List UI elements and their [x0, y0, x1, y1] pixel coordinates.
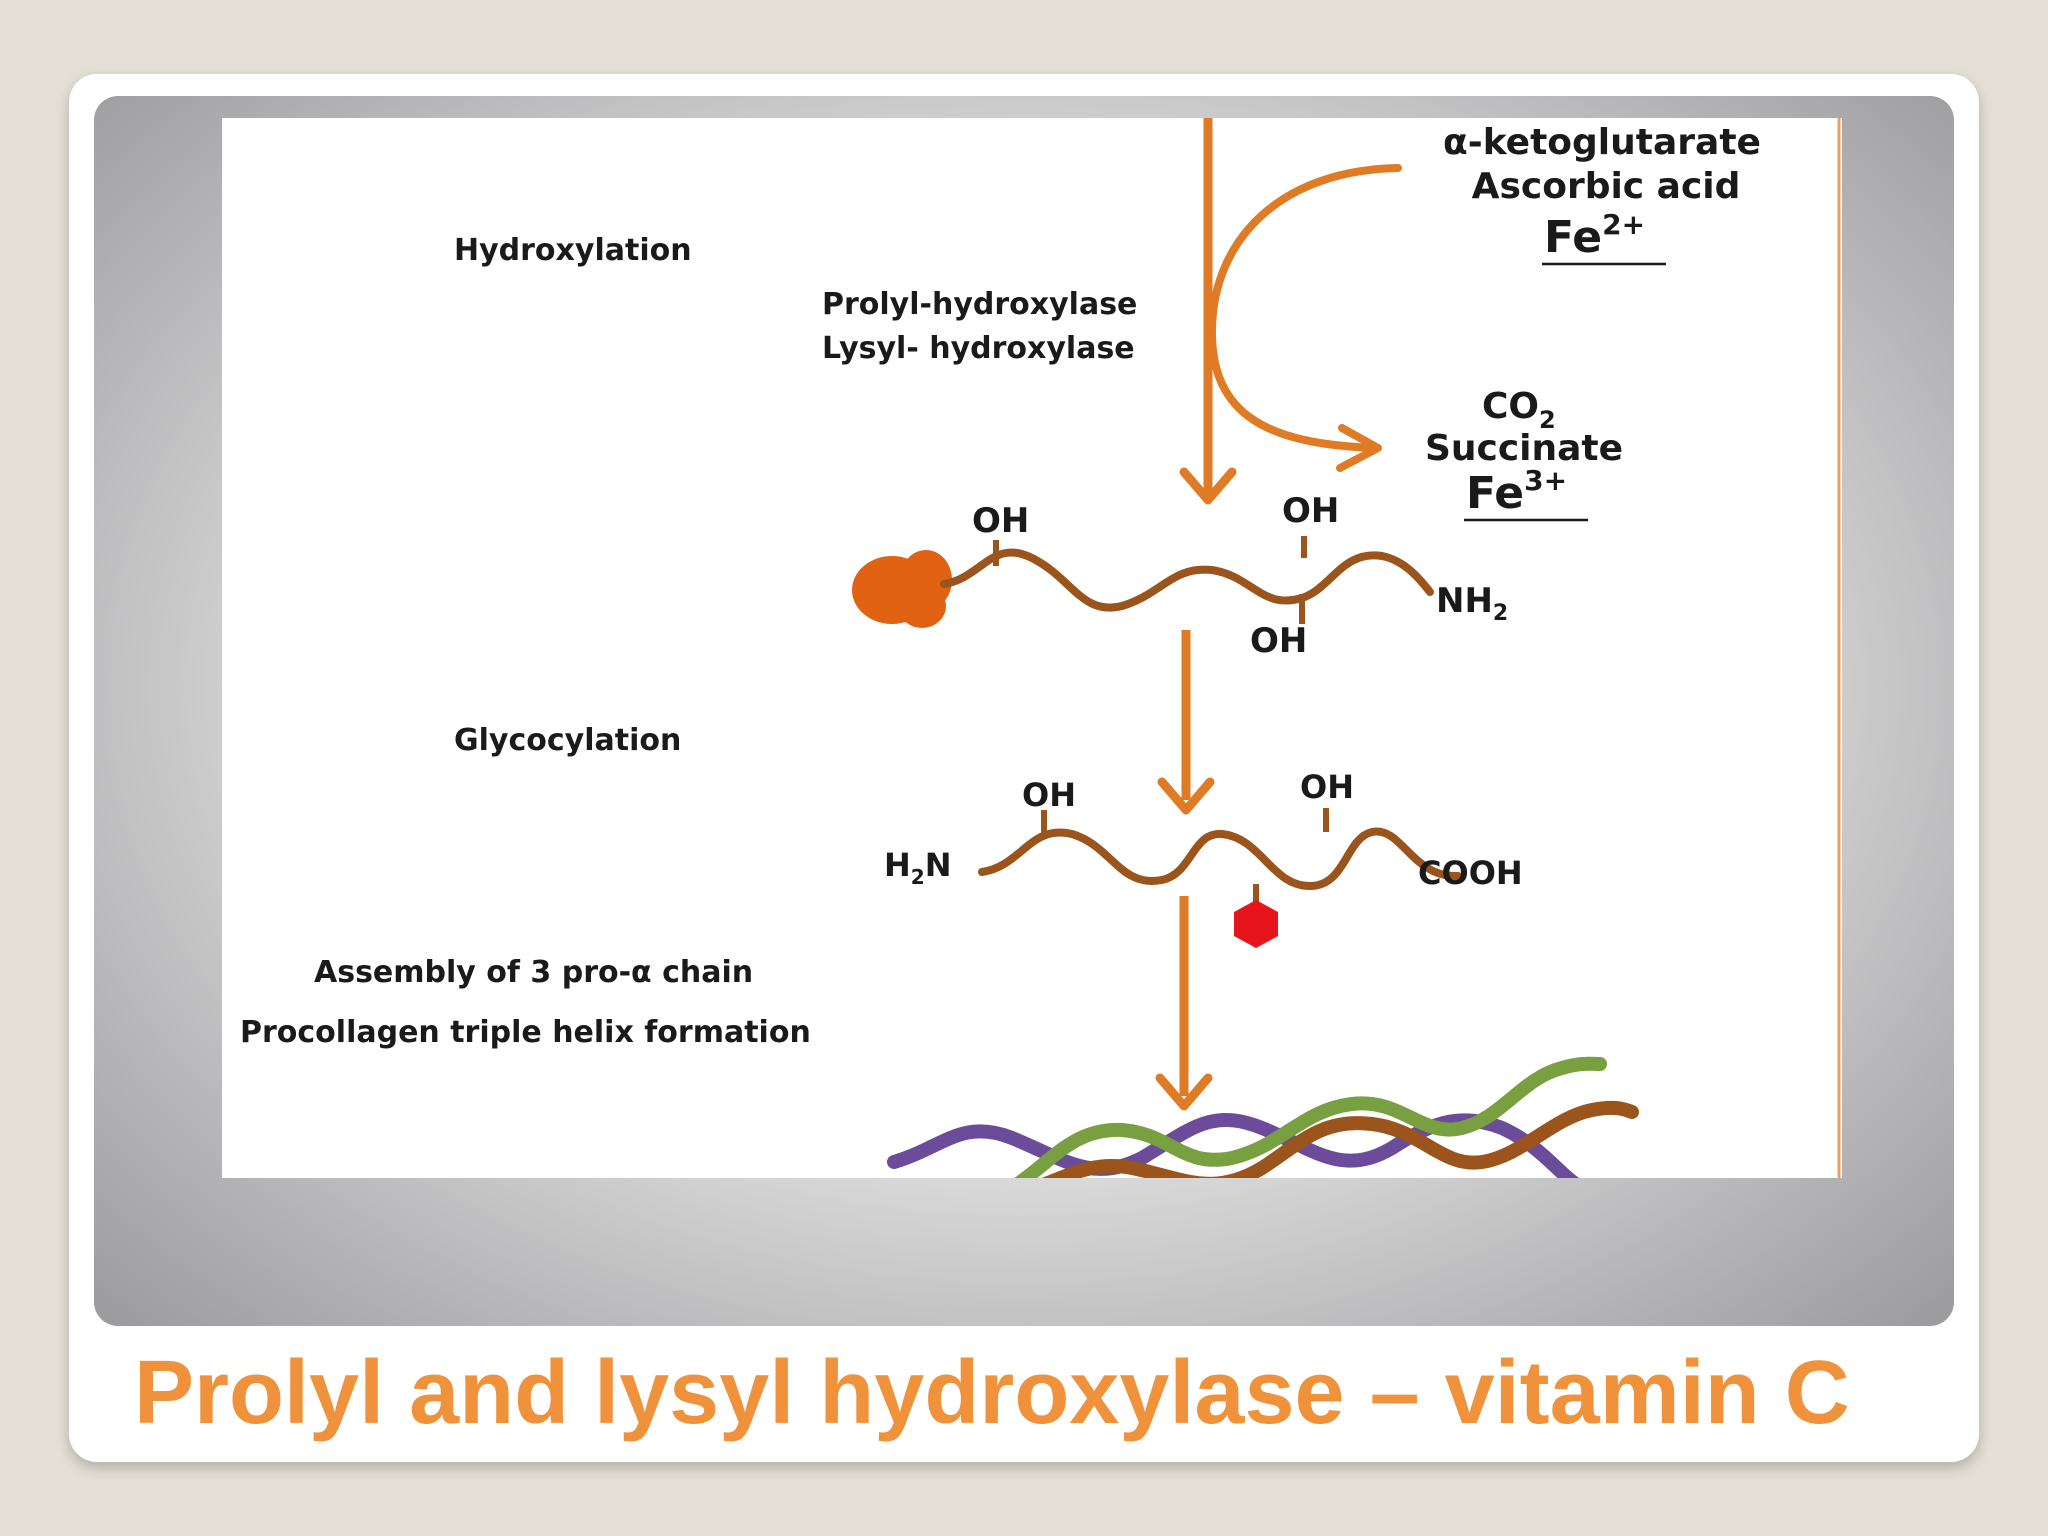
chain-2-oh-right: OH — [1300, 768, 1354, 806]
slide-title: Prolyl and lysyl hydroxylase – vitamin C — [134, 1343, 1850, 1443]
product-co2: CO2 — [1482, 386, 1556, 434]
enzyme-prolyl-hydroxylase: Prolyl-hydroxylase — [822, 287, 1137, 322]
chain-2-h2n: H2N — [884, 846, 951, 889]
chain-2-cooh: COOH — [1418, 854, 1523, 892]
chain-1-nh2: NH2 — [1436, 581, 1508, 626]
cofactor-curved-arrow — [1207, 164, 1402, 452]
procollagen-triple-helix — [887, 1056, 1639, 1178]
step-label-assembly: Assembly of 3 pro-α chain — [314, 955, 753, 990]
product-fe3: Fe3+ — [1466, 464, 1567, 519]
glycan-hexagon — [1234, 900, 1278, 948]
product-succinate: Succinate — [1425, 428, 1623, 469]
collagen-hydroxylation-diagram: Hydroxylation Glycocylation Assembly of … — [222, 118, 1842, 1178]
reaction-arrow-1-head — [1179, 467, 1237, 505]
chain-1-hydroxylated — [852, 536, 1434, 628]
reaction-arrow-2-head — [1157, 777, 1215, 815]
chain-1-oh-bottom: OH — [1250, 621, 1307, 661]
step-label-glycocylation: Glycocylation — [454, 723, 681, 758]
step-label-helix: Procollagen triple helix formation — [240, 1015, 811, 1050]
cofactor-fe2: Fe2+ — [1544, 208, 1645, 263]
chain-1-oh-right: OH — [1282, 491, 1339, 531]
cofactor-ketoglutarate: α-ketoglutarate — [1443, 122, 1761, 163]
chain-1-oh-left: OH — [972, 501, 1029, 541]
reaction-arrow-3-head — [1155, 1073, 1213, 1111]
enzyme-lysyl-hydroxylase: Lysyl- hydroxylase — [822, 331, 1135, 366]
chain-2-glycosylated — [978, 808, 1462, 948]
cofactor-curved-arrow-head — [1336, 424, 1382, 472]
chain-2-oh-left: OH — [1022, 776, 1076, 814]
step-label-hydroxylation: Hydroxylation — [454, 233, 692, 268]
cofactor-ascorbic-acid: Ascorbic acid — [1472, 166, 1741, 207]
